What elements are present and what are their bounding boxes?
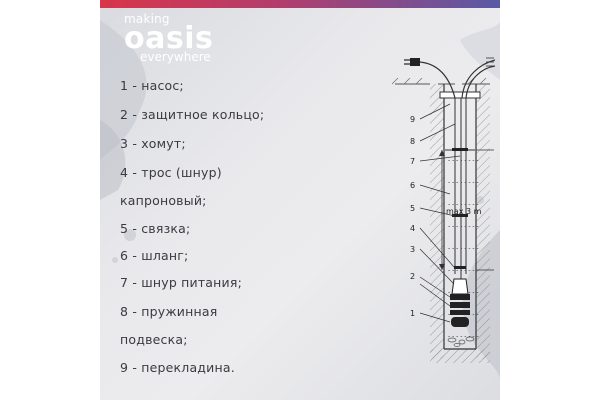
svg-text:- - - - - - - -: - - - - - - - - (448, 333, 479, 340)
well-bottom-gravel (447, 336, 475, 347)
legend-line-8-cont: подвеска; (120, 332, 188, 347)
callout-numbers: 9 8 7 6 5 4 3 2 1 (410, 115, 415, 318)
svg-text:- - - - - - - -: - - - - - - - - (448, 223, 479, 230)
legend-line-5: 5 - связка; (120, 221, 191, 236)
hose-and-cables (419, 59, 495, 279)
ties (452, 148, 468, 269)
callout-8: 8 (410, 137, 415, 146)
depth-dimension (476, 149, 494, 271)
callout-9: 9 (410, 115, 415, 124)
product-card: making oasis everywhere 1 - насос; 2 - з… (100, 0, 500, 400)
callout-2: 2 (410, 272, 415, 281)
callout-1: 1 (410, 309, 415, 318)
callout-6: 6 (410, 181, 415, 190)
legend-line-2: 2 - защитное кольцо; (120, 107, 265, 122)
depth-marker: max 3 m (439, 150, 482, 270)
oasis-logo: making oasis everywhere (124, 13, 213, 63)
pump (450, 278, 470, 327)
callout-7: 7 (410, 157, 415, 166)
logo-everywhere-text: everywhere (140, 50, 211, 64)
svg-text:- - - - - - - -: - - - - - - - - (448, 157, 479, 164)
svg-text:- - - - - - - -: - - - - - - - - (448, 201, 479, 208)
callout-leaders (419, 103, 461, 323)
brand-gradient-bar (100, 0, 500, 8)
svg-text:- - - - - - - -: - - - - - - - - (448, 179, 479, 186)
legend-line-6: 6 - шланг; (120, 248, 189, 263)
logo-oasis-text: oasis (124, 21, 214, 56)
legend-line-9: 9 - перекладина. (120, 360, 235, 375)
callout-4: 4 (410, 224, 415, 233)
legend-line-1: 1 - насос; (120, 78, 184, 93)
legend-line-4: 4 - трос (шнур) (120, 165, 222, 180)
legend-line-7: 7 - шнур питания; (120, 275, 242, 290)
cable-end-icon (486, 57, 494, 67)
well-casing (439, 84, 481, 350)
well-pump-diagram: - - - - - - - - - - - - - - - - - - - - … (391, 57, 495, 363)
legend-line-8: 8 - пружинная (120, 304, 218, 319)
callout-5: 5 (410, 204, 415, 213)
plug-icon (404, 58, 420, 66)
legend-line-3: 3 - хомут; (120, 136, 186, 151)
svg-text:- - - - - - - -: - - - - - - - - (448, 245, 479, 252)
legend-line-4-cont: капроновый; (120, 193, 207, 208)
ground-surface (391, 77, 490, 85)
svg-text:- - - - - - - -: - - - - - - - - (448, 267, 479, 274)
water-splash-decoration (100, 20, 500, 380)
logo-making-text: making (124, 12, 170, 26)
depth-label: max 3 m (446, 207, 482, 216)
callout-3: 3 (410, 245, 415, 254)
